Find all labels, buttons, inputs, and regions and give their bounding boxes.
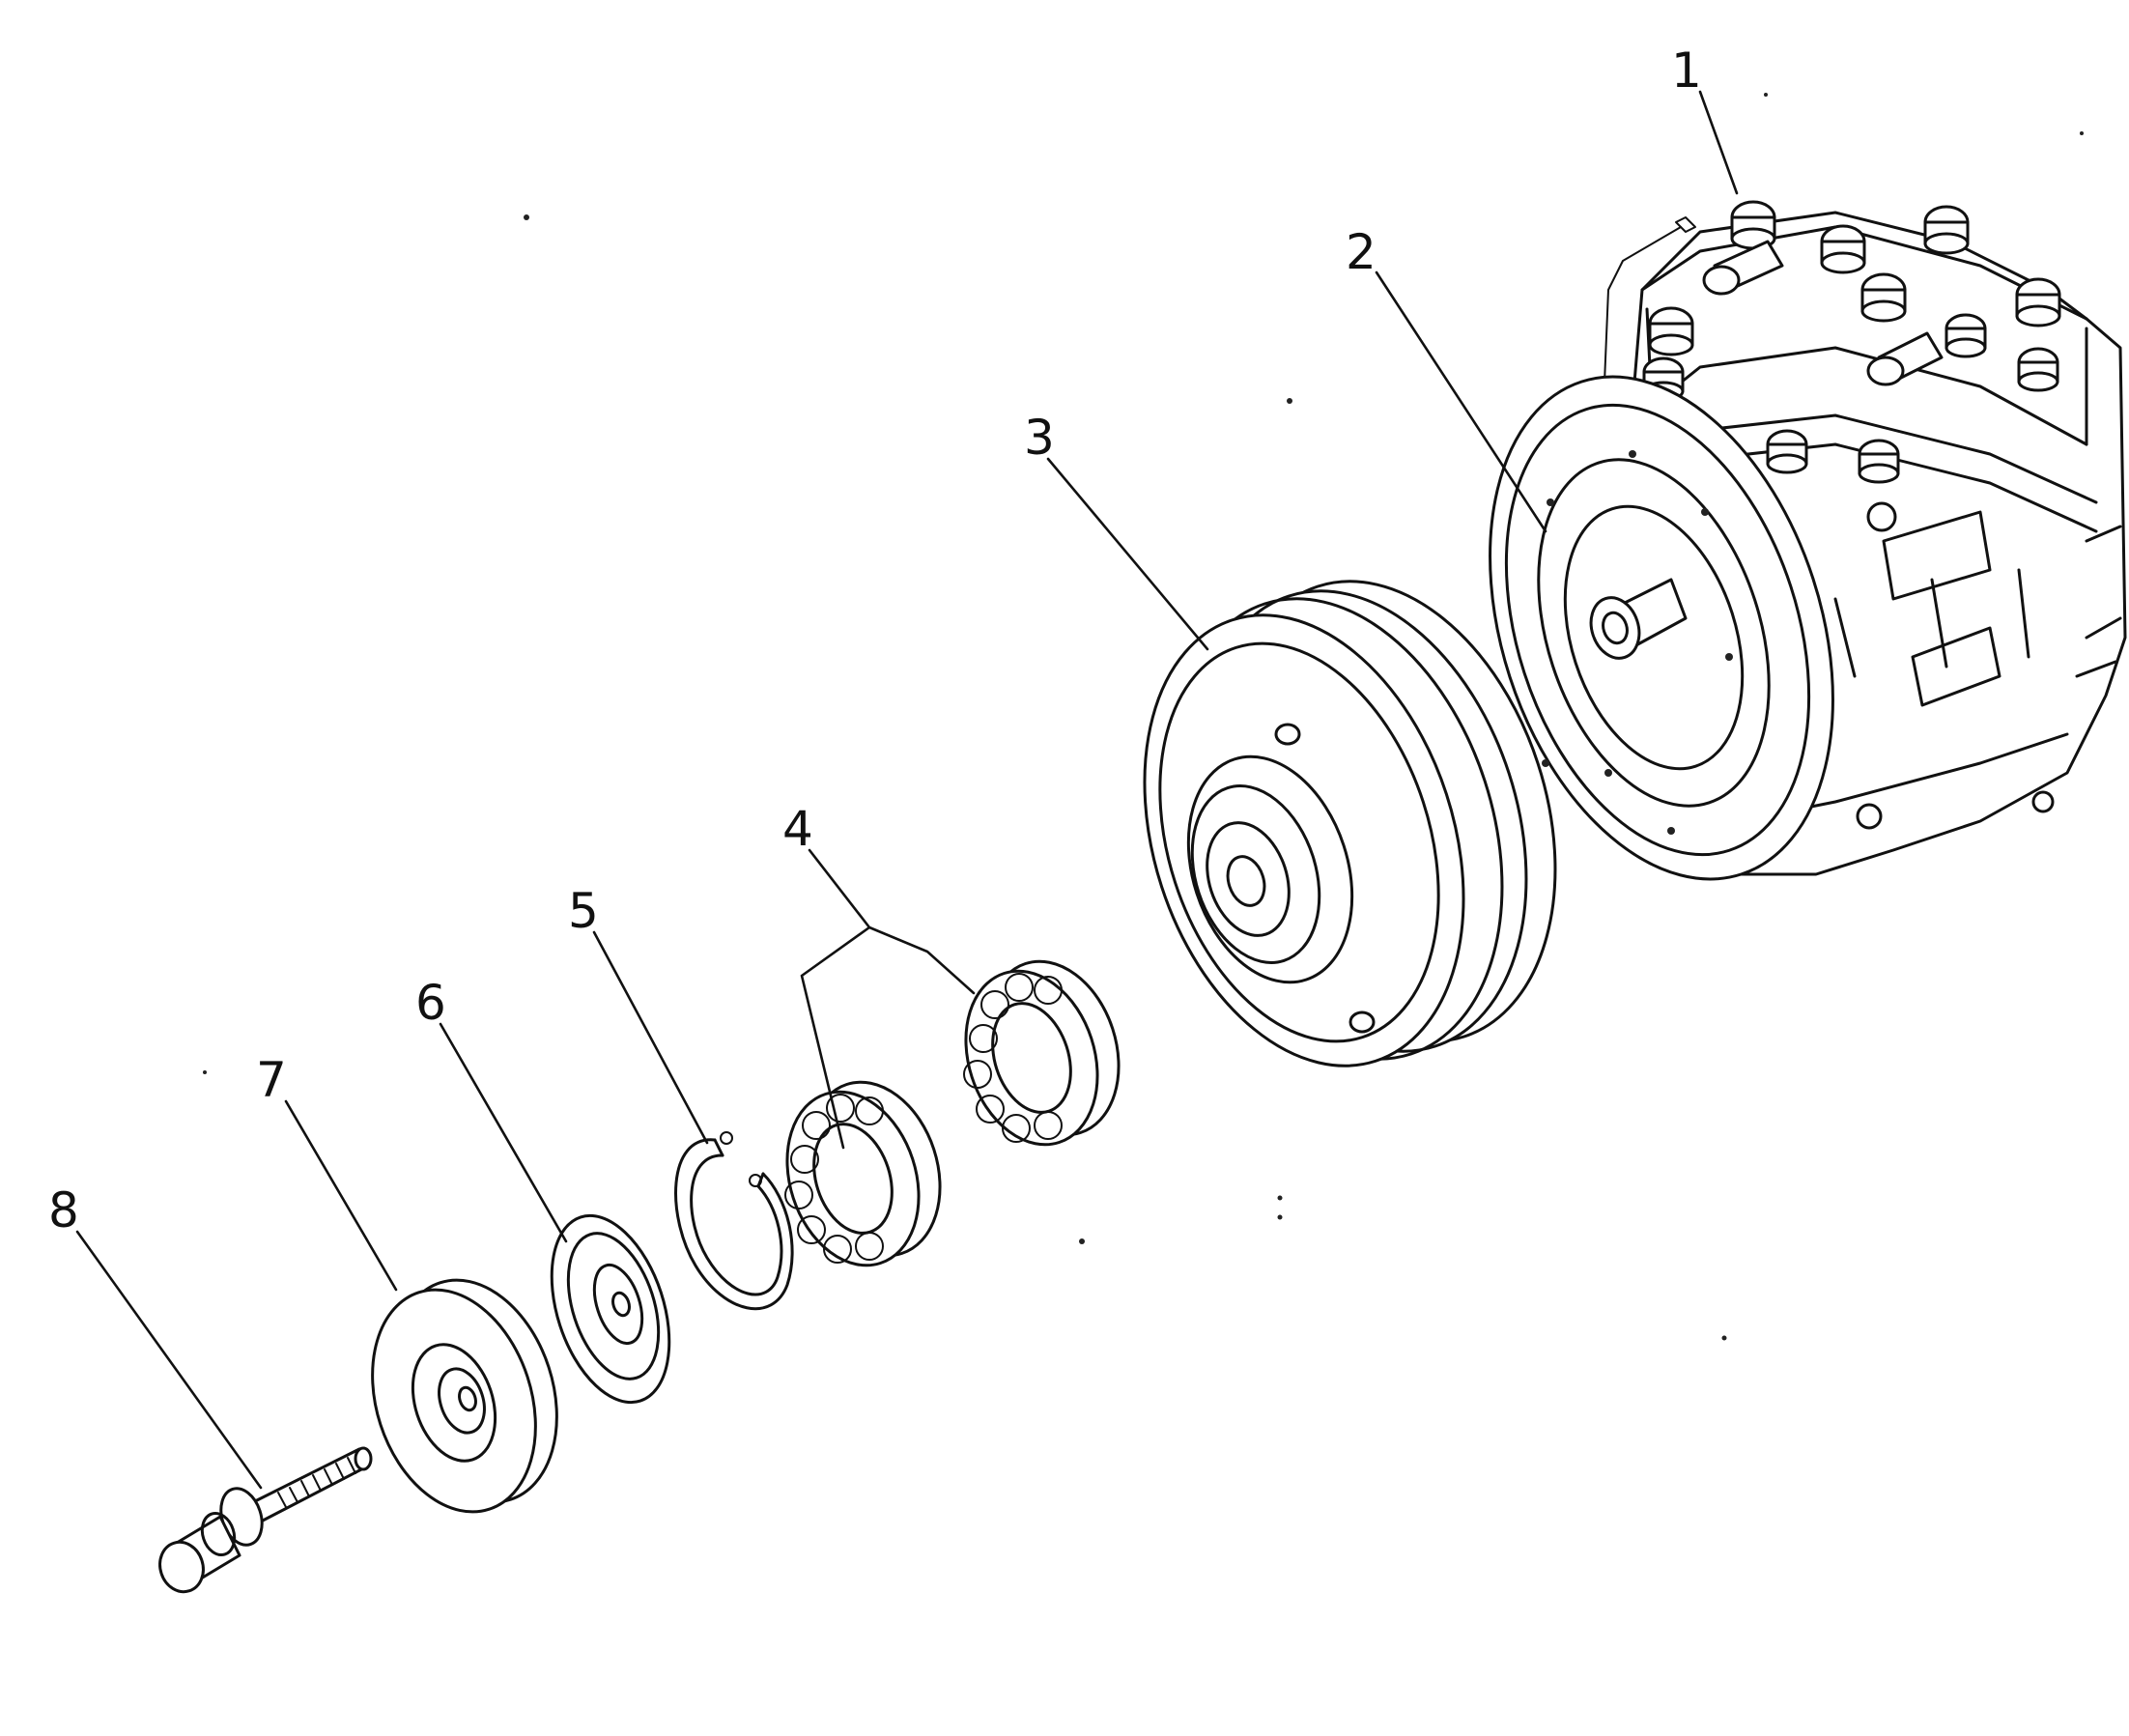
leader-5: [592, 930, 709, 1145]
leader-4: [800, 848, 976, 1150]
callout-5: 5: [568, 883, 599, 939]
snap-ring: [674, 1131, 794, 1311]
head-bolt: [1923, 205, 1970, 255]
ball-bearing: [784, 1080, 942, 1267]
leader-6: [439, 1022, 568, 1243]
clutch-field-coil: [1489, 375, 1834, 881]
ball-bearing: [963, 959, 1121, 1147]
head-bolt: [1860, 272, 1907, 323]
armature-plate: [371, 1278, 558, 1514]
callout-2: 2: [1346, 224, 1377, 280]
drive-pulley: [1143, 580, 1557, 1067]
callout-6: 6: [415, 975, 446, 1031]
washer: [550, 1213, 671, 1405]
leader-1: [1698, 90, 1739, 195]
scan-specks: [203, 93, 2084, 1341]
leader-8: [75, 1230, 263, 1490]
leader-lines: [75, 90, 1739, 1490]
callout-1: 1: [1671, 43, 1702, 99]
head-bolt: [1820, 224, 1866, 274]
leader-2: [1375, 270, 1547, 533]
leader-3: [1046, 457, 1209, 651]
callouts: 1 2 3 4 5 6 7 8: [48, 43, 1702, 1238]
leader-7: [284, 1099, 398, 1292]
head-bolt: [2017, 347, 2059, 392]
bolt: [158, 1446, 373, 1594]
head-bolt: [1944, 313, 1987, 358]
head-bolt: [1766, 429, 1808, 474]
callout-7: 7: [256, 1052, 287, 1108]
head-bolt: [1858, 439, 1900, 484]
callout-4: 4: [782, 801, 813, 857]
callout-3: 3: [1024, 410, 1055, 466]
callout-8: 8: [48, 1182, 79, 1238]
head-bolt: [1648, 306, 1694, 356]
head-bolt: [2015, 277, 2061, 327]
